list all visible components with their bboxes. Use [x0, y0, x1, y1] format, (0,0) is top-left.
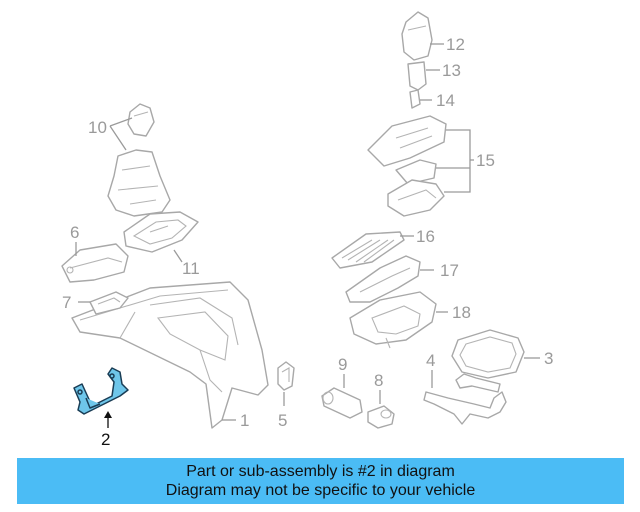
- grille-part: [331, 231, 405, 269]
- ashtray-cover-part: [61, 243, 129, 283]
- callout-4: 4: [426, 351, 435, 370]
- callout-15: 15: [476, 151, 495, 170]
- bracket-part-highlighted[interactable]: [73, 367, 129, 415]
- callout-16: 16: [416, 227, 435, 246]
- handle-part: [423, 373, 507, 425]
- info-banner: Part or sub-assembly is #2 in diagram Di…: [17, 458, 624, 504]
- callout-11: 11: [182, 259, 200, 278]
- callout-13: 13: [442, 61, 461, 80]
- shift-indicator-part: [367, 115, 447, 217]
- clip-part: [277, 361, 295, 391]
- callout-7: 7: [62, 293, 71, 312]
- auto-knob-part: [401, 11, 433, 61]
- callout-5: 5: [278, 411, 287, 430]
- callout-9: 9: [338, 355, 347, 374]
- callout-17: 17: [440, 261, 459, 280]
- ashtray-insert-part: [89, 291, 129, 315]
- shift-knob-part: [107, 103, 171, 217]
- banner-line-2: Diagram may not be specific to your vehi…: [165, 482, 476, 499]
- bracket-plate-part: [345, 255, 421, 303]
- callout-6: 6: [70, 223, 79, 242]
- callout-3: 3: [544, 349, 553, 368]
- callout-14: 14: [436, 91, 455, 110]
- lighter-socket-part: [367, 405, 395, 429]
- boot-ring-part: [451, 329, 525, 379]
- shifter-base-part: [349, 291, 437, 349]
- callout-2: 2: [101, 430, 110, 449]
- knob-sleeve-part: [407, 61, 427, 91]
- lighter-element-part: [321, 387, 363, 419]
- console-part: [71, 281, 269, 429]
- callout-12: 12: [446, 35, 465, 54]
- banner-line-1: Part or sub-assembly is #2 in diagram: [186, 463, 455, 480]
- trim-plate-part: [123, 211, 199, 253]
- callout-8: 8: [374, 371, 383, 390]
- callout-18: 18: [452, 303, 471, 322]
- callout-1: 1: [240, 411, 249, 430]
- knob-clip-part: [409, 89, 421, 109]
- callout-10: 10: [88, 118, 107, 137]
